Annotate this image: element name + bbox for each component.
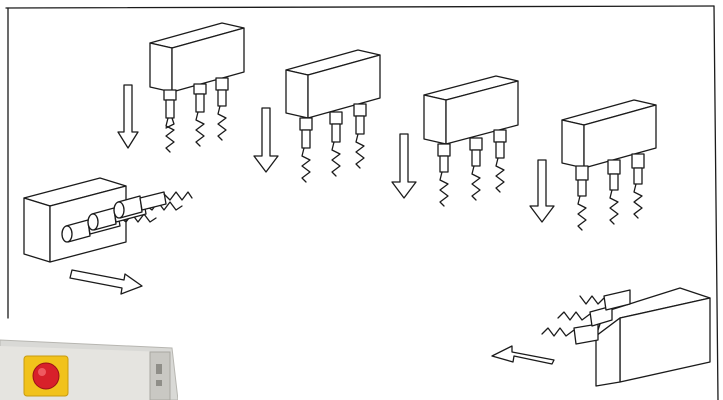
drill-bit <box>576 166 588 230</box>
emergency-stop-icon[interactable] <box>24 356 68 396</box>
drill-bit <box>558 306 612 326</box>
drill-bit <box>354 104 366 168</box>
arrow-down-3 <box>392 134 416 198</box>
drill-bit <box>608 160 620 224</box>
spindle-unit-1 <box>150 23 244 152</box>
drill-bit <box>330 112 342 176</box>
drill-bit <box>194 84 206 146</box>
control-panel-photo <box>0 334 178 400</box>
spindle-unit-3 <box>424 76 518 206</box>
spindle-unit-5 <box>24 178 192 262</box>
spindle-unit-2 <box>286 50 380 182</box>
spindle-unit-6 <box>542 288 710 386</box>
drill-bit <box>470 138 482 200</box>
drill-bit <box>216 78 228 140</box>
arrow-down-2 <box>254 108 278 172</box>
drill-bit <box>494 130 506 192</box>
drill-bit <box>164 90 176 152</box>
arrow-right <box>70 270 142 294</box>
arrow-down-1 <box>118 85 138 148</box>
arrow-left <box>492 346 554 364</box>
drill-bit <box>438 144 450 206</box>
spindle-unit-4 <box>562 100 656 230</box>
drill-bit <box>632 154 644 218</box>
arrow-down-4 <box>530 160 554 222</box>
drill-bit <box>542 324 598 344</box>
drill-bit <box>300 118 312 182</box>
